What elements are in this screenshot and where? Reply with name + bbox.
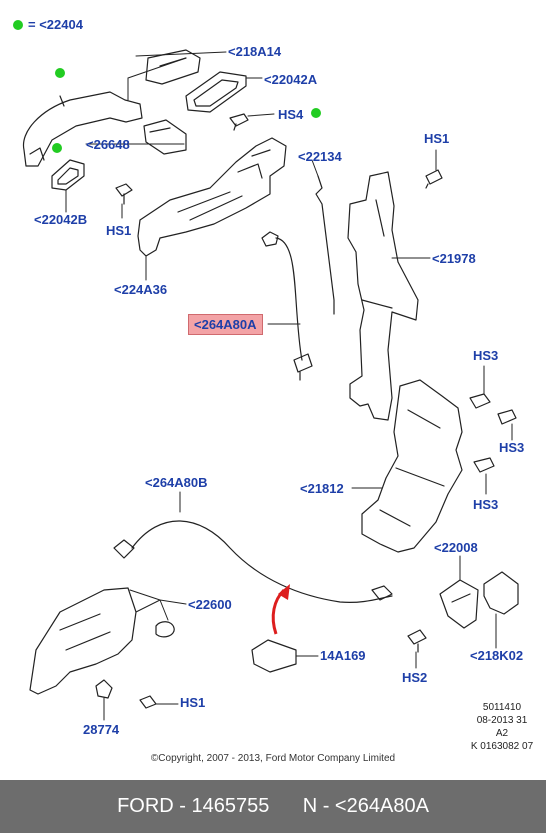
marker-dot-handle [55, 68, 65, 78]
screw-hs1-top-right-drawing [425, 169, 443, 189]
callout-hs3-c: HS3 [473, 497, 499, 512]
copyright-text: ©Copyright, 2007 - 2013, Ford Motor Comp… [150, 753, 396, 764]
callout-hs2: HS2 [402, 670, 428, 685]
screw-hs1-left-drawing [115, 183, 133, 205]
latch-panel-drawing [347, 171, 419, 421]
ref-line-3: A2 [495, 728, 509, 739]
callout-hs3-b: HS3 [499, 440, 525, 455]
callout-218a14: <218A14 [228, 44, 282, 59]
marker-dot-hs4 [311, 108, 321, 118]
cable-264a80b-drawing [113, 520, 393, 603]
gasket-b-drawing [51, 159, 85, 191]
callout-hs3-a: HS3 [473, 348, 499, 363]
callout-218k02: <218K02 [470, 648, 524, 663]
screws-hs3-drawing [469, 393, 517, 473]
gasket-a-drawing [185, 71, 247, 113]
callout-21978: <21978 [432, 251, 476, 266]
callout-22042a: <22042A [264, 72, 318, 87]
callout-hs1-left: HS1 [106, 223, 132, 238]
marker-dot-gasket [52, 143, 62, 153]
callout-28774: 28774 [83, 722, 120, 737]
callout-26648: <26648 [86, 137, 130, 152]
gasket-218k02-drawing [483, 571, 519, 615]
outer-handle-drawing [22, 91, 143, 167]
callout-22600: <22600 [188, 597, 232, 612]
clip-14a169-drawing [251, 639, 297, 673]
cable-264a80a-drawing [261, 231, 313, 381]
callout-hs1-top-right: HS1 [424, 131, 450, 146]
ref-line-2: 08-2013 31 [476, 715, 528, 726]
ref-line-4: K 0163082 07 [470, 741, 534, 752]
leader-lines [65, 51, 513, 721]
callout-hs4: HS4 [278, 107, 304, 122]
callout-264a80b: <264A80B [145, 475, 208, 490]
footer-number-part: N - <264A80A [302, 795, 429, 817]
screw-hs2-drawing [407, 629, 427, 653]
screw-hs4-drawing [229, 113, 249, 131]
red-arrow-head [278, 584, 290, 600]
bezel-28774-drawing [95, 679, 113, 699]
callout-hs1-bottom: HS1 [180, 695, 206, 710]
callout-21812: <21812 [300, 481, 344, 496]
footer-gap [269, 795, 302, 818]
legend-label: = <22404 [28, 17, 83, 32]
reference-block: 5011410 08-2013 31 A2 K 0163082 07 [462, 701, 542, 753]
inner-handle-drawing [29, 587, 175, 695]
callout-264a80a-highlighted: <264A80A [188, 314, 263, 335]
legend-marker [13, 20, 23, 30]
bracket-22008-drawing [439, 579, 479, 629]
footer-bar: FORD - 1465755 N - <264A80A [0, 780, 546, 833]
footer-brand-part: FORD - 1465755 [117, 795, 270, 817]
callout-22008: <22008 [434, 540, 478, 555]
parts-diagram [22, 49, 519, 721]
latch-21812-drawing [361, 379, 463, 553]
rod-22134-drawing [315, 175, 335, 315]
callout-224a36: <224A36 [114, 282, 168, 297]
callout-14a169: 14A169 [320, 648, 366, 663]
screw-hs1-bottom-drawing [139, 695, 157, 709]
callout-22042b: <22042B [34, 212, 88, 227]
pad-26648-drawing [143, 119, 187, 155]
handle-bracket-drawing [137, 137, 287, 257]
ref-line-1: 5011410 [482, 702, 522, 713]
callout-22134: <22134 [298, 149, 342, 164]
